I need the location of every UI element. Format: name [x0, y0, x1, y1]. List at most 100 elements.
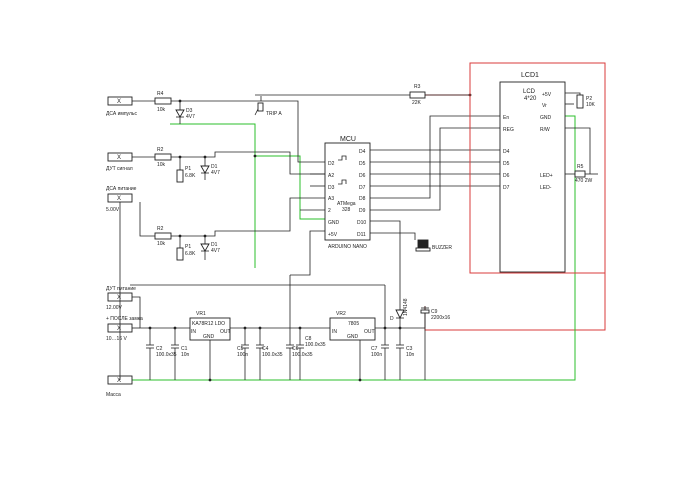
capacitor-c1: C1 10n [171, 344, 190, 380]
svg-text:5.00V: 5.00V [106, 207, 120, 213]
svg-text:D8: D8 [359, 196, 366, 202]
svg-text:X: X [117, 295, 121, 301]
capacitor-c8: C8 100.0x35 [296, 336, 326, 380]
svg-text:BUZZER: BUZZER [432, 245, 452, 251]
svg-text:GND: GND [328, 220, 340, 226]
svg-text:4V7: 4V7 [186, 114, 195, 120]
svg-text:LED+: LED+ [540, 173, 553, 179]
svg-text:D4: D4 [503, 149, 510, 155]
svg-text:X: X [117, 155, 121, 161]
capacitor-c4: C4 100.0x35 [256, 344, 283, 380]
svg-text:C7: C7 [371, 346, 378, 352]
svg-text:C4: C4 [262, 346, 269, 352]
svg-text:7805: 7805 [348, 321, 359, 327]
svg-text:D3: D3 [328, 185, 335, 191]
svg-text:10n: 10n [181, 352, 190, 358]
connector-ground: X Масса [106, 375, 133, 398]
resistor-r3: R3 22K [409, 84, 426, 106]
svg-text:KA78R12 LDO: KA78R12 LDO [192, 321, 225, 327]
svg-text:R2: R2 [157, 226, 164, 232]
svg-text:OUT: OUT [220, 329, 231, 335]
svg-text:C6: C6 [292, 346, 299, 352]
svg-text:4V7: 4V7 [211, 170, 220, 176]
capacitor-c3: C3 10n [396, 344, 415, 380]
svg-text:IN: IN [332, 329, 337, 335]
svg-text:D9: D9 [359, 208, 366, 214]
svg-text:IN: IN [191, 329, 196, 335]
svg-text:C5: C5 [237, 346, 244, 352]
svg-text:ДСА импульс: ДСА импульс [106, 111, 137, 117]
svg-text:100n: 100n [237, 352, 248, 358]
svg-text:LCD1: LCD1 [521, 72, 539, 79]
svg-text:P2: P2 [586, 96, 592, 102]
svg-text:+5V: +5V [328, 232, 338, 238]
svg-text:GND: GND [203, 334, 215, 340]
ground-net-wires [130, 115, 576, 381]
svg-text:X: X [117, 326, 121, 332]
svg-text:470 2W: 470 2W [575, 178, 593, 184]
lcd-outer: LCD1 [469, 62, 606, 274]
capacitor-c5: C5 100n [237, 344, 249, 380]
svg-text:2: 2 [328, 208, 331, 214]
svg-text:D1: D1 [211, 164, 218, 170]
resistor-r2-upper: R2 10k [154, 147, 172, 168]
svg-text:100.0x35: 100.0x35 [156, 352, 177, 358]
junction-dots [148, 93, 472, 382]
svg-text:ARDUINO NANO: ARDUINO NANO [328, 244, 367, 250]
svg-text:D7: D7 [359, 185, 366, 191]
switch-trip-a: TRIP A [254, 102, 282, 117]
svg-text:10k: 10k [157, 241, 166, 247]
svg-text:10k: 10k [157, 162, 166, 168]
capacitor-c9: C9 2200x16 [420, 307, 450, 380]
svg-text:ДСА питание: ДСА питание [106, 186, 137, 192]
svg-text:C3: C3 [406, 346, 413, 352]
diode-d: D 1N4148 [390, 298, 409, 328]
svg-text:X: X [117, 99, 121, 105]
svg-text:R4: R4 [157, 91, 164, 97]
svg-text:R3: R3 [414, 84, 421, 90]
svg-text:MCU: MCU [340, 136, 356, 143]
connector-dut-signal: X ДУТ сигнал [106, 152, 133, 172]
svg-text:10n: 10n [406, 352, 415, 358]
svg-text:D5: D5 [359, 161, 366, 167]
svg-text:ДУТ сигнал: ДУТ сигнал [106, 166, 133, 172]
svg-text:R/W: R/W [540, 127, 550, 133]
connector-dut-power: ДУТ питание X 12.00V [106, 286, 136, 311]
svg-text:ДУТ питание: ДУТ питание [106, 286, 136, 292]
svg-text:2200x16: 2200x16 [431, 315, 450, 321]
svg-text:D10: D10 [357, 220, 366, 226]
svg-text:6.8K: 6.8K [185, 251, 196, 257]
connector-after-lock: + ПОСЛЕ замка X 10…16 V [106, 316, 143, 342]
svg-text:D6: D6 [359, 173, 366, 179]
svg-text:LCD: LCD [523, 89, 536, 95]
svg-text:Масса: Масса [106, 392, 121, 398]
svg-text:X: X [117, 378, 121, 384]
zener-d1-lower: D1 4V7 [200, 242, 220, 254]
svg-text:+5V: +5V [542, 92, 552, 98]
svg-text:D3: D3 [186, 108, 193, 114]
svg-text:A2: A2 [328, 173, 334, 179]
svg-text:10k: 10k [157, 107, 166, 113]
svg-text:P1: P1 [185, 244, 191, 250]
svg-text:C1: C1 [181, 346, 188, 352]
svg-text:GND: GND [347, 334, 359, 340]
svg-text:TRIP A: TRIP A [266, 111, 282, 117]
svg-text:Vr: Vr [542, 103, 547, 109]
svg-text:R2: R2 [157, 147, 164, 153]
svg-text:4*20: 4*20 [524, 96, 537, 102]
resistor-r4: R4 10k [154, 91, 172, 113]
svg-text:VR1: VR1 [196, 311, 206, 317]
mcu-block: MCU D2 A2 D3 A3 2 GND +5V D4 D5 D6 D7 D8… [324, 136, 371, 250]
capacitor-c6: C6 100.0x35 [286, 344, 313, 380]
potentiometer-p1-lower: P1 6.8K [176, 244, 196, 261]
regulator-vr2: VR2 7805 IN GND OUT [329, 311, 376, 341]
svg-text:VR2: VR2 [336, 311, 346, 317]
svg-text:10K: 10K [586, 102, 596, 108]
potentiometer-p2: P2 10K [576, 94, 596, 109]
svg-text:10…16 V: 10…16 V [106, 336, 128, 342]
svg-text:D: D [390, 316, 394, 322]
svg-text:1N4148: 1N4148 [403, 298, 409, 316]
svg-text:D1: D1 [211, 242, 218, 248]
svg-text:P1: P1 [185, 166, 191, 172]
